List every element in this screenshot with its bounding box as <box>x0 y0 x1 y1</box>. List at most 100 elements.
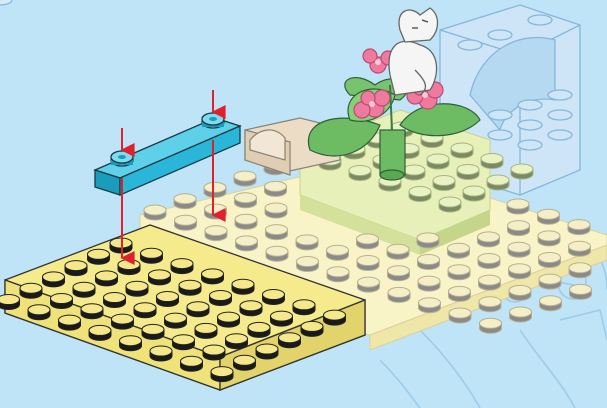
stud <box>539 253 561 268</box>
stud <box>418 255 440 270</box>
stud <box>479 275 501 290</box>
stud <box>181 356 203 371</box>
stud <box>449 286 471 301</box>
stud <box>324 310 346 325</box>
stud <box>388 266 410 281</box>
stud <box>104 293 126 308</box>
stud <box>236 236 258 251</box>
stud <box>388 287 410 302</box>
stud <box>508 242 530 257</box>
stud <box>65 261 87 276</box>
stud <box>173 335 195 350</box>
stud <box>509 285 531 300</box>
stud <box>570 284 592 299</box>
stud <box>433 176 455 191</box>
stud <box>266 225 288 240</box>
stud <box>487 175 509 190</box>
stud <box>349 166 371 181</box>
stud <box>205 226 227 241</box>
stud <box>157 292 179 307</box>
stud <box>211 367 233 382</box>
stud <box>511 164 533 179</box>
stud <box>463 186 485 201</box>
stud <box>165 313 187 328</box>
stud <box>73 282 95 297</box>
stud <box>540 296 562 311</box>
stud <box>427 154 449 169</box>
stud <box>538 231 560 246</box>
stud <box>248 322 270 337</box>
stud <box>88 249 110 264</box>
stud <box>327 267 349 282</box>
stud <box>20 283 42 298</box>
stud <box>265 181 287 196</box>
stud <box>265 203 287 218</box>
stud <box>174 194 196 209</box>
stud <box>150 346 172 361</box>
stud <box>568 220 590 235</box>
stud <box>204 182 226 197</box>
stud <box>478 254 500 269</box>
stud <box>96 271 118 286</box>
stud <box>480 318 502 333</box>
stud <box>120 336 142 351</box>
stud <box>51 294 73 309</box>
stud <box>296 235 318 250</box>
stud <box>195 323 217 338</box>
stud <box>449 308 471 323</box>
stud <box>0 295 20 310</box>
stud <box>134 303 156 318</box>
stud <box>510 307 532 322</box>
stud <box>256 344 278 359</box>
stud <box>279 333 301 348</box>
stud <box>301 321 323 336</box>
stud <box>439 197 461 212</box>
stud <box>448 265 470 280</box>
stud <box>451 143 473 158</box>
stud <box>327 245 349 260</box>
stud <box>358 277 380 292</box>
stud <box>235 214 257 229</box>
stud <box>509 264 531 279</box>
stud <box>235 193 257 208</box>
stud <box>43 272 65 287</box>
stud <box>141 248 163 263</box>
stud <box>234 171 256 186</box>
stud <box>203 345 225 360</box>
stud <box>479 297 501 312</box>
stud <box>263 290 285 305</box>
stud <box>171 259 193 274</box>
stud <box>28 305 50 320</box>
stud <box>481 154 503 169</box>
stud <box>418 276 440 291</box>
stud <box>419 298 441 313</box>
stud <box>409 187 431 202</box>
stud <box>226 334 248 349</box>
stud <box>232 279 254 294</box>
stud <box>478 232 500 247</box>
stud <box>266 246 288 261</box>
stud <box>240 301 262 316</box>
stud <box>118 260 140 275</box>
stud <box>539 274 561 289</box>
stud <box>202 269 224 284</box>
stud <box>569 263 591 278</box>
stud <box>538 209 560 224</box>
stud <box>205 204 227 219</box>
stud <box>175 215 197 230</box>
stud <box>112 314 134 329</box>
stud <box>357 256 379 271</box>
stud <box>149 270 171 285</box>
stud <box>142 324 164 339</box>
stud <box>457 165 479 180</box>
stud <box>179 280 201 295</box>
stud <box>417 233 439 248</box>
stud <box>89 325 111 340</box>
stud <box>218 312 240 327</box>
stud <box>271 311 293 326</box>
stud <box>387 244 409 259</box>
stud <box>234 355 256 370</box>
stud <box>59 315 81 330</box>
